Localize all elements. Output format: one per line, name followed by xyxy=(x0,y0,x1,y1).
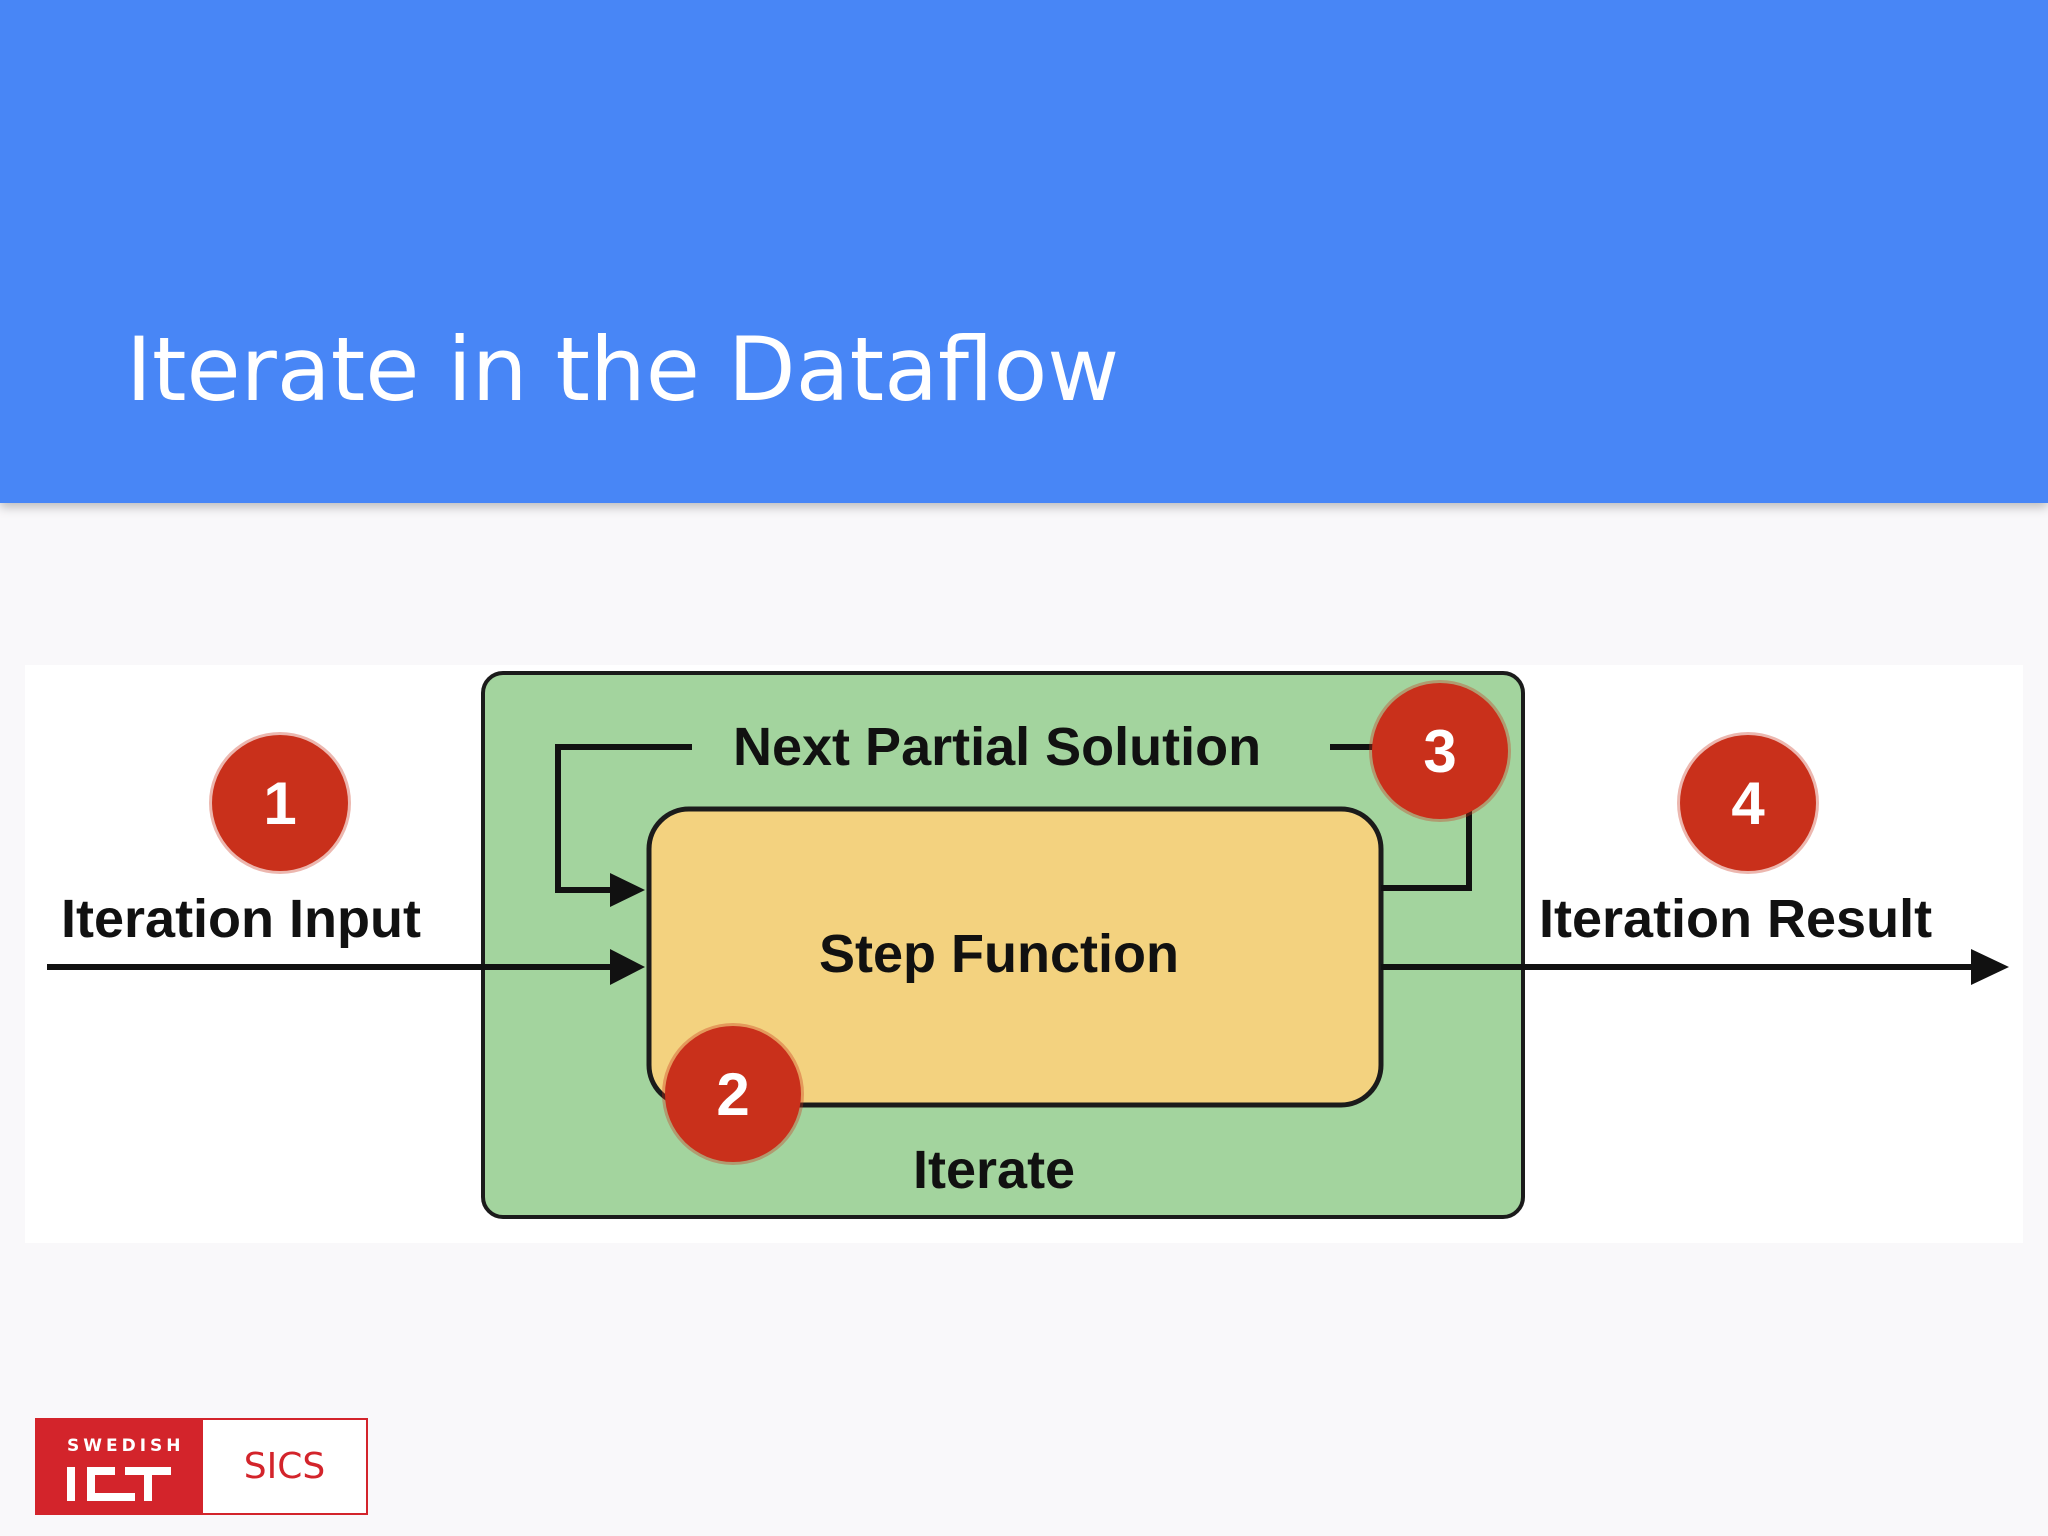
logo-small-text: SWEDISH xyxy=(67,1436,185,1456)
badge-1: 1 xyxy=(212,735,348,871)
input-arrowhead xyxy=(610,949,645,985)
title-bar: Iterate in the Dataflow xyxy=(0,0,2048,503)
badge-4: 4 xyxy=(1680,735,1816,871)
feedback-loop-line xyxy=(555,744,692,893)
swedish-ict-sics-logo: SWEDISH SICS xyxy=(35,1418,368,1515)
step-function-box xyxy=(646,806,1384,1108)
slide-title: Iterate in the Dataflow xyxy=(126,318,1120,421)
iteration-diagram: Iteration Input Next Partial Solution St… xyxy=(25,665,2023,1243)
iteration-input-label: Iteration Input xyxy=(61,889,421,949)
badge-2: 2 xyxy=(665,1026,801,1162)
feedback-arrowhead xyxy=(610,873,645,907)
step-function-label: Step Function xyxy=(819,924,1179,984)
logo-sics-text: SICS xyxy=(243,1446,326,1487)
next-partial-solution-label: Next Partial Solution xyxy=(725,720,1270,774)
iteration-result-label: Iteration Result xyxy=(1539,889,1933,949)
ict-logo-icon xyxy=(67,1467,171,1501)
badge-3: 3 xyxy=(1372,683,1508,819)
logo-red-block: SWEDISH xyxy=(37,1420,203,1513)
output-arrowhead xyxy=(1971,949,2009,985)
iterate-label: Iterate xyxy=(913,1140,1076,1200)
